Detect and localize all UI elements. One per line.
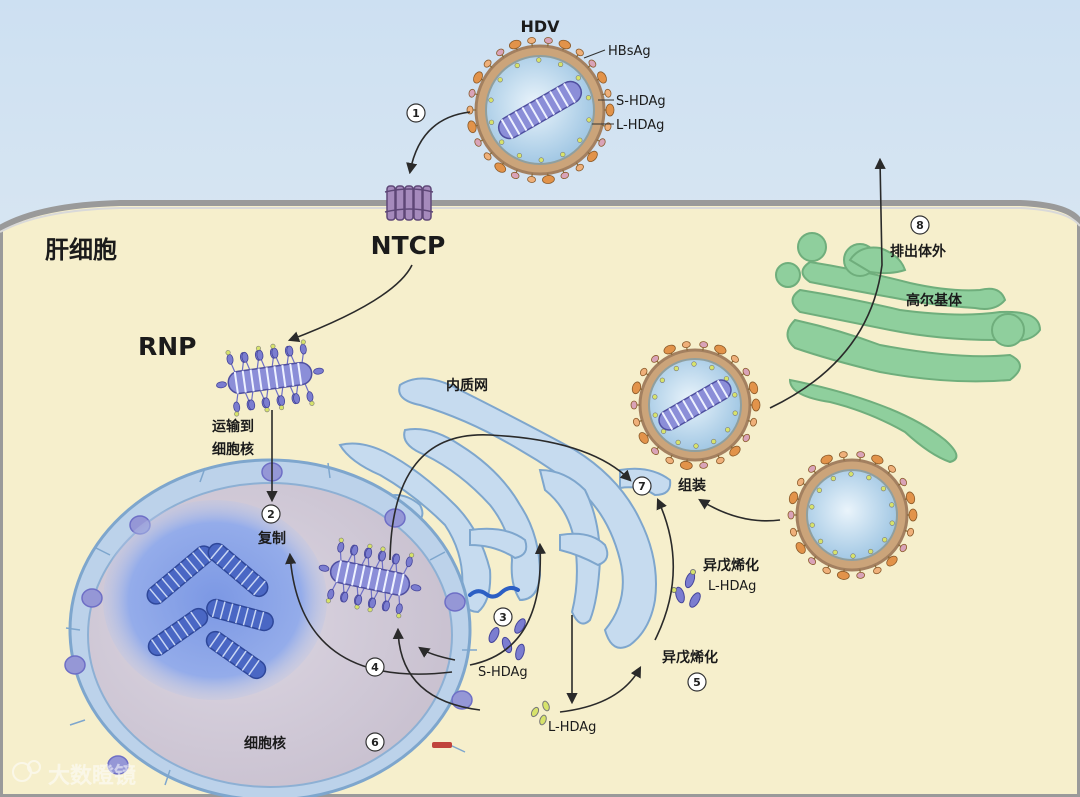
svg-text:7: 7: [638, 480, 646, 493]
label-replication: 复制: [257, 530, 286, 547]
cell-membrane-inner: [0, 207, 1080, 233]
l-hdag-small: [530, 700, 550, 726]
step-6: 6: [365, 732, 385, 752]
label-prenylation-lower: 异戊烯化: [662, 649, 718, 666]
arrow-replication: [285, 552, 453, 675]
arrow-svp-assembly: [698, 498, 781, 522]
labels: HDV HBsAg S-HDAg L-HDAg 肝细胞 NTCP RNP 运输到…: [45, 17, 963, 752]
arrow-export: [769, 157, 886, 409]
step-4: 4: [365, 657, 385, 677]
label-transport-2: 细胞核: [212, 441, 254, 458]
rnp-er: [318, 537, 422, 619]
step-1: 1: [406, 103, 426, 123]
step-markers: 1 2 3 4 5 6 7 8: [261, 103, 930, 752]
rnp-cytoplasm: [216, 339, 324, 417]
step-3: 3: [493, 607, 513, 627]
svg-text:8: 8: [916, 219, 924, 232]
step-2: 2: [261, 504, 281, 524]
s-hdag-proteins: [488, 618, 526, 661]
arrow-ntcp-rnp: [287, 264, 413, 343]
arrow-to-7: [654, 497, 675, 641]
svg-text:4: 4: [371, 661, 379, 674]
label-transport-1: 运输到: [212, 418, 254, 435]
svg-text:1: 1: [412, 107, 420, 120]
svg-text:2: 2: [267, 508, 275, 521]
label-rnp: RNP: [138, 332, 197, 361]
label-s-hdag-top: S-HDAg: [616, 94, 666, 109]
label-l-hdag-right: L-HDAg: [708, 579, 756, 594]
hdv-virion-assembled: [630, 341, 761, 470]
label-ntcp: NTCP: [371, 231, 446, 260]
label-s-hdag-mid: S-HDAg: [478, 665, 528, 680]
step-8: 8: [910, 215, 930, 235]
watermark: 大数瞪镜: [12, 760, 136, 789]
label-hdv: HDV: [520, 17, 560, 36]
svg-text:5: 5: [693, 676, 701, 689]
arrow-lhdag-rnp: [392, 627, 481, 711]
arrow-to-assembly-7: [389, 434, 632, 561]
endoplasmic-reticulum: [338, 377, 672, 649]
label-golgi: 高尔基体: [906, 292, 963, 309]
label-hbsag: HBsAg: [608, 44, 651, 59]
l-hdag-prenylated: [671, 569, 701, 608]
label-nucleus: 细胞核: [244, 735, 286, 752]
arrow-step3: [469, 542, 547, 666]
mrna-strand: [468, 585, 520, 599]
label-hepatocyte: 肝细胞: [45, 236, 117, 264]
watermark-text: 大数瞪镜: [48, 763, 136, 789]
golgi-apparatus: [775, 232, 1042, 464]
step-7: 7: [632, 476, 652, 496]
svg-text:3: 3: [499, 611, 507, 624]
arrow-step1: [406, 111, 471, 175]
label-l-hdag-top: L-HDAg: [616, 118, 664, 133]
arrow-prenyl: [559, 666, 642, 713]
watermark-logo-icon: [12, 760, 41, 782]
label-export: 排出体外: [890, 243, 946, 260]
arrow-shdag-rnp: [418, 646, 456, 661]
step-5: 5: [687, 672, 707, 692]
ntcp-receptor: [384, 185, 434, 221]
label-l-hdag-bottom: L-HDAg: [548, 720, 596, 735]
hdv-virion-top: [466, 37, 615, 184]
empty-hbsag-particle: [787, 451, 918, 580]
label-assembly: 组装: [678, 477, 707, 494]
label-prenylation-mid: 异戊烯化: [703, 557, 759, 574]
label-er: 内质网: [446, 377, 488, 394]
svg-text:6: 6: [371, 736, 379, 749]
pathway-arrows: [266, 111, 886, 713]
